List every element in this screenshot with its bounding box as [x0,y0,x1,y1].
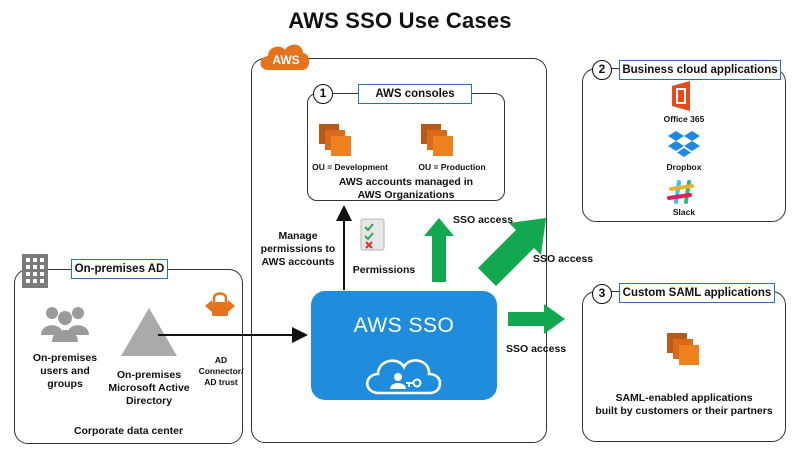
connector-lock-icon [205,292,235,316]
manage-line-1: Manage [278,230,318,242]
aws-sso-title: AWS SSO [353,314,455,337]
green-arrow-up [424,218,454,282]
permissions-label: Permissions [352,264,416,276]
ou-production-icon [421,124,453,156]
sso-cloud-user-key-icon [365,359,442,395]
aws-consoles-label: AWS consoles [358,84,472,104]
onprem-ad-label: On-premises AD [71,259,168,279]
business-apps-label: Business cloud applications [619,60,781,80]
ad-line-1: On-premises [116,369,182,381]
custom-saml-label: Custom SAML applications [619,283,775,303]
connector-line-1: AD [214,355,228,365]
aws-sso-box [311,291,497,400]
onprem-users-text: On-premises users and groups [22,352,108,391]
slack-icon [667,180,694,204]
ad-line-3: Directory [125,395,173,407]
consoles-caption: AWS accounts managed in AWS Organization… [307,176,505,202]
manage-permissions-text: Manage permissions to AWS accounts [254,230,342,269]
users-line-1: On-premises [32,352,98,364]
sso-access-diagonal-label: SSO access [533,253,594,265]
ou-development-label: OU = Development [312,162,388,172]
saml-caption-line-1: SAML-enabled applications [615,392,753,404]
sso-access-up-label: SSO access [453,214,514,226]
saml-app-icon [667,333,699,365]
corporate-data-center-label: Corporate data center [73,425,184,437]
ad-connector-text: AD Connector/ AD trust [195,355,247,388]
saml-caption-line-2: built by customers or their partners [595,405,773,417]
ad-line-2: Microsoft Active [108,382,190,394]
number-3-badge: 3 [592,284,612,304]
users-line-3: groups [47,378,83,390]
connector-line-2: Connector/ [198,366,244,376]
connector-line-3: AD trust [204,377,238,387]
onprem-panel [14,269,243,444]
dropbox-icon [668,131,700,157]
custom-saml-panel [582,291,786,442]
aws-badge: AWS [272,53,300,67]
manage-line-2: permissions to [260,243,336,255]
diagram-title: AWS SSO Use Cases [288,8,512,33]
permissions-checklist-icon [360,218,385,251]
aws-cloud-icon [260,44,310,70]
consoles-caption-line-2: AWS Organizations [357,189,455,201]
building-icon [22,254,48,288]
slack-label: Slack [672,207,696,217]
active-directory-icon [121,308,177,356]
green-arrow-right [508,304,565,334]
dropbox-label: Dropbox [666,162,702,172]
sso-access-right-label: SSO access [506,343,567,355]
custom-saml-caption: SAML-enabled applications built by custo… [582,392,786,418]
onprem-ad-text: On-premises Microsoft Active Directory [99,369,199,408]
green-arrow-diagonal [478,218,546,286]
ou-production-label: OU = Production [418,162,486,172]
manage-line-3: AWS accounts [261,256,335,268]
office365-label: Office 365 [663,114,705,124]
ou-development-icon [319,124,351,156]
users-group-icon [41,307,89,342]
consoles-caption-line-1: AWS accounts managed in [338,176,474,188]
number-2-badge: 2 [592,60,612,80]
number-1-badge: 1 [313,84,333,104]
users-line-2: users and [40,365,90,377]
office365-icon [672,81,690,111]
